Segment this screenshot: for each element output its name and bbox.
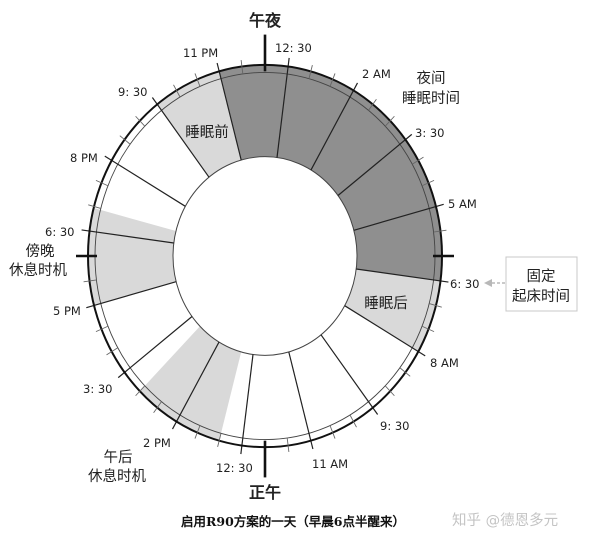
time-label-8am: 8 AM bbox=[430, 356, 459, 370]
minor-tick bbox=[194, 73, 201, 87]
afternoon-rest-label-line2: 休息时机 bbox=[88, 468, 146, 485]
time-label-8pm: 8 PM bbox=[70, 151, 98, 165]
minor-tick bbox=[119, 135, 131, 145]
pre-sleep-label: 睡眠前 bbox=[185, 124, 229, 141]
cycle-boundary-line bbox=[240, 354, 254, 455]
time-label-11am: 11 AM bbox=[312, 457, 348, 471]
fixed-wake-box bbox=[505, 256, 578, 312]
minor-tick bbox=[308, 64, 313, 79]
minor-tick bbox=[83, 279, 97, 283]
minor-tick bbox=[384, 115, 395, 127]
cycle-boundary-line bbox=[171, 341, 220, 430]
time-label-5am: 5 AM bbox=[448, 197, 477, 211]
time-label-2am: 2 AM bbox=[362, 67, 391, 81]
minor-tick bbox=[95, 325, 109, 333]
cycle-boundary-line bbox=[81, 229, 174, 244]
evening-rest-label-line1: 傍晚 bbox=[26, 243, 55, 260]
cycle-boundary-line bbox=[288, 351, 314, 450]
region-band-4 bbox=[139, 385, 222, 441]
cycle-boundary-line bbox=[276, 57, 290, 158]
minor-tick bbox=[95, 179, 109, 187]
time-label-5pm: 5 PM bbox=[53, 304, 81, 318]
minor-tick bbox=[286, 437, 290, 453]
cycle-boundary-line bbox=[320, 334, 379, 415]
minor-tick bbox=[194, 425, 201, 439]
cycle-boundary-line bbox=[104, 155, 186, 207]
minor-tick bbox=[106, 347, 119, 356]
time-label-11pm: 11 PM bbox=[183, 46, 218, 60]
cycle-boundary-line bbox=[344, 305, 426, 357]
cycle-boundary-line bbox=[337, 133, 413, 196]
minor-tick bbox=[399, 367, 411, 377]
noon-label: 正午 bbox=[249, 483, 281, 502]
minor-tick bbox=[421, 179, 435, 187]
time-label-0930pm: 9: 30 bbox=[118, 85, 147, 99]
minor-tick bbox=[384, 385, 395, 397]
region-fill-1 bbox=[161, 78, 242, 178]
time-label-0330pm: 3: 30 bbox=[83, 382, 112, 396]
minor-tick bbox=[329, 73, 336, 87]
minor-tick bbox=[421, 325, 435, 333]
fixed-wake-label-line2: 起床时间 bbox=[512, 288, 570, 305]
minor-tick bbox=[433, 229, 447, 233]
minor-tick bbox=[329, 425, 336, 439]
time-label-0630pm: 6: 30 bbox=[45, 225, 74, 239]
time-label-0330: 3: 30 bbox=[415, 126, 444, 140]
minor-tick bbox=[88, 204, 101, 209]
post-sleep-label: 睡眠后 bbox=[364, 295, 408, 312]
cycle-boundary-line bbox=[216, 62, 242, 161]
ring-ticks bbox=[76, 34, 454, 478]
minor-tick bbox=[153, 401, 162, 414]
evening-rest-label-line2: 休息时机 bbox=[9, 262, 67, 279]
cycle-boundary-line bbox=[310, 82, 359, 171]
region-band-0 bbox=[219, 64, 442, 281]
minor-tick bbox=[217, 433, 222, 448]
cycle-boundary-line bbox=[353, 203, 444, 231]
time-label-2pm: 2 PM bbox=[143, 436, 171, 450]
figure-caption: 启用R90方案的一天（早晨6点半醒来） bbox=[181, 514, 405, 529]
inner-circle bbox=[172, 156, 358, 356]
fixed-wake-label-line1: 固定 bbox=[527, 268, 556, 285]
night-sleep-label-line1: 夜间 bbox=[417, 70, 446, 87]
time-label-0030: 12: 30 bbox=[275, 41, 312, 55]
fixed-wake-callout: 固定 起床时间 bbox=[484, 256, 578, 312]
region-fill-4 bbox=[144, 326, 242, 434]
region-fill-3 bbox=[95, 209, 177, 304]
minor-tick bbox=[173, 84, 181, 98]
cycle-boundary-line bbox=[356, 268, 449, 283]
cycle-boundary-line bbox=[86, 281, 177, 309]
night-sleep-label-line2: 睡眠时间 bbox=[402, 90, 460, 107]
minor-tick bbox=[240, 59, 244, 75]
minor-tick bbox=[368, 98, 377, 111]
minor-tick bbox=[411, 156, 424, 165]
minor-tick bbox=[429, 303, 442, 308]
afternoon-rest-label-line1: 午后 bbox=[104, 449, 133, 466]
region-fill-0 bbox=[221, 72, 435, 280]
fixed-wake-arrowhead-icon bbox=[484, 279, 492, 287]
time-label-0930am: 9: 30 bbox=[380, 419, 409, 433]
watermark: 知乎 @德恩多元 bbox=[452, 512, 558, 529]
region-band-1 bbox=[157, 71, 222, 111]
region-fill-2 bbox=[344, 268, 434, 348]
cycle-boundary-line bbox=[117, 316, 193, 379]
cycle-boundary-line bbox=[151, 97, 210, 178]
time-label-0630am: 6: 30 bbox=[450, 277, 479, 291]
minor-tick bbox=[349, 414, 357, 428]
midnight-label: 午夜 bbox=[249, 11, 282, 30]
time-label-1230pm: 12: 30 bbox=[216, 461, 253, 475]
minor-tick bbox=[135, 385, 146, 397]
minor-tick bbox=[135, 115, 146, 127]
